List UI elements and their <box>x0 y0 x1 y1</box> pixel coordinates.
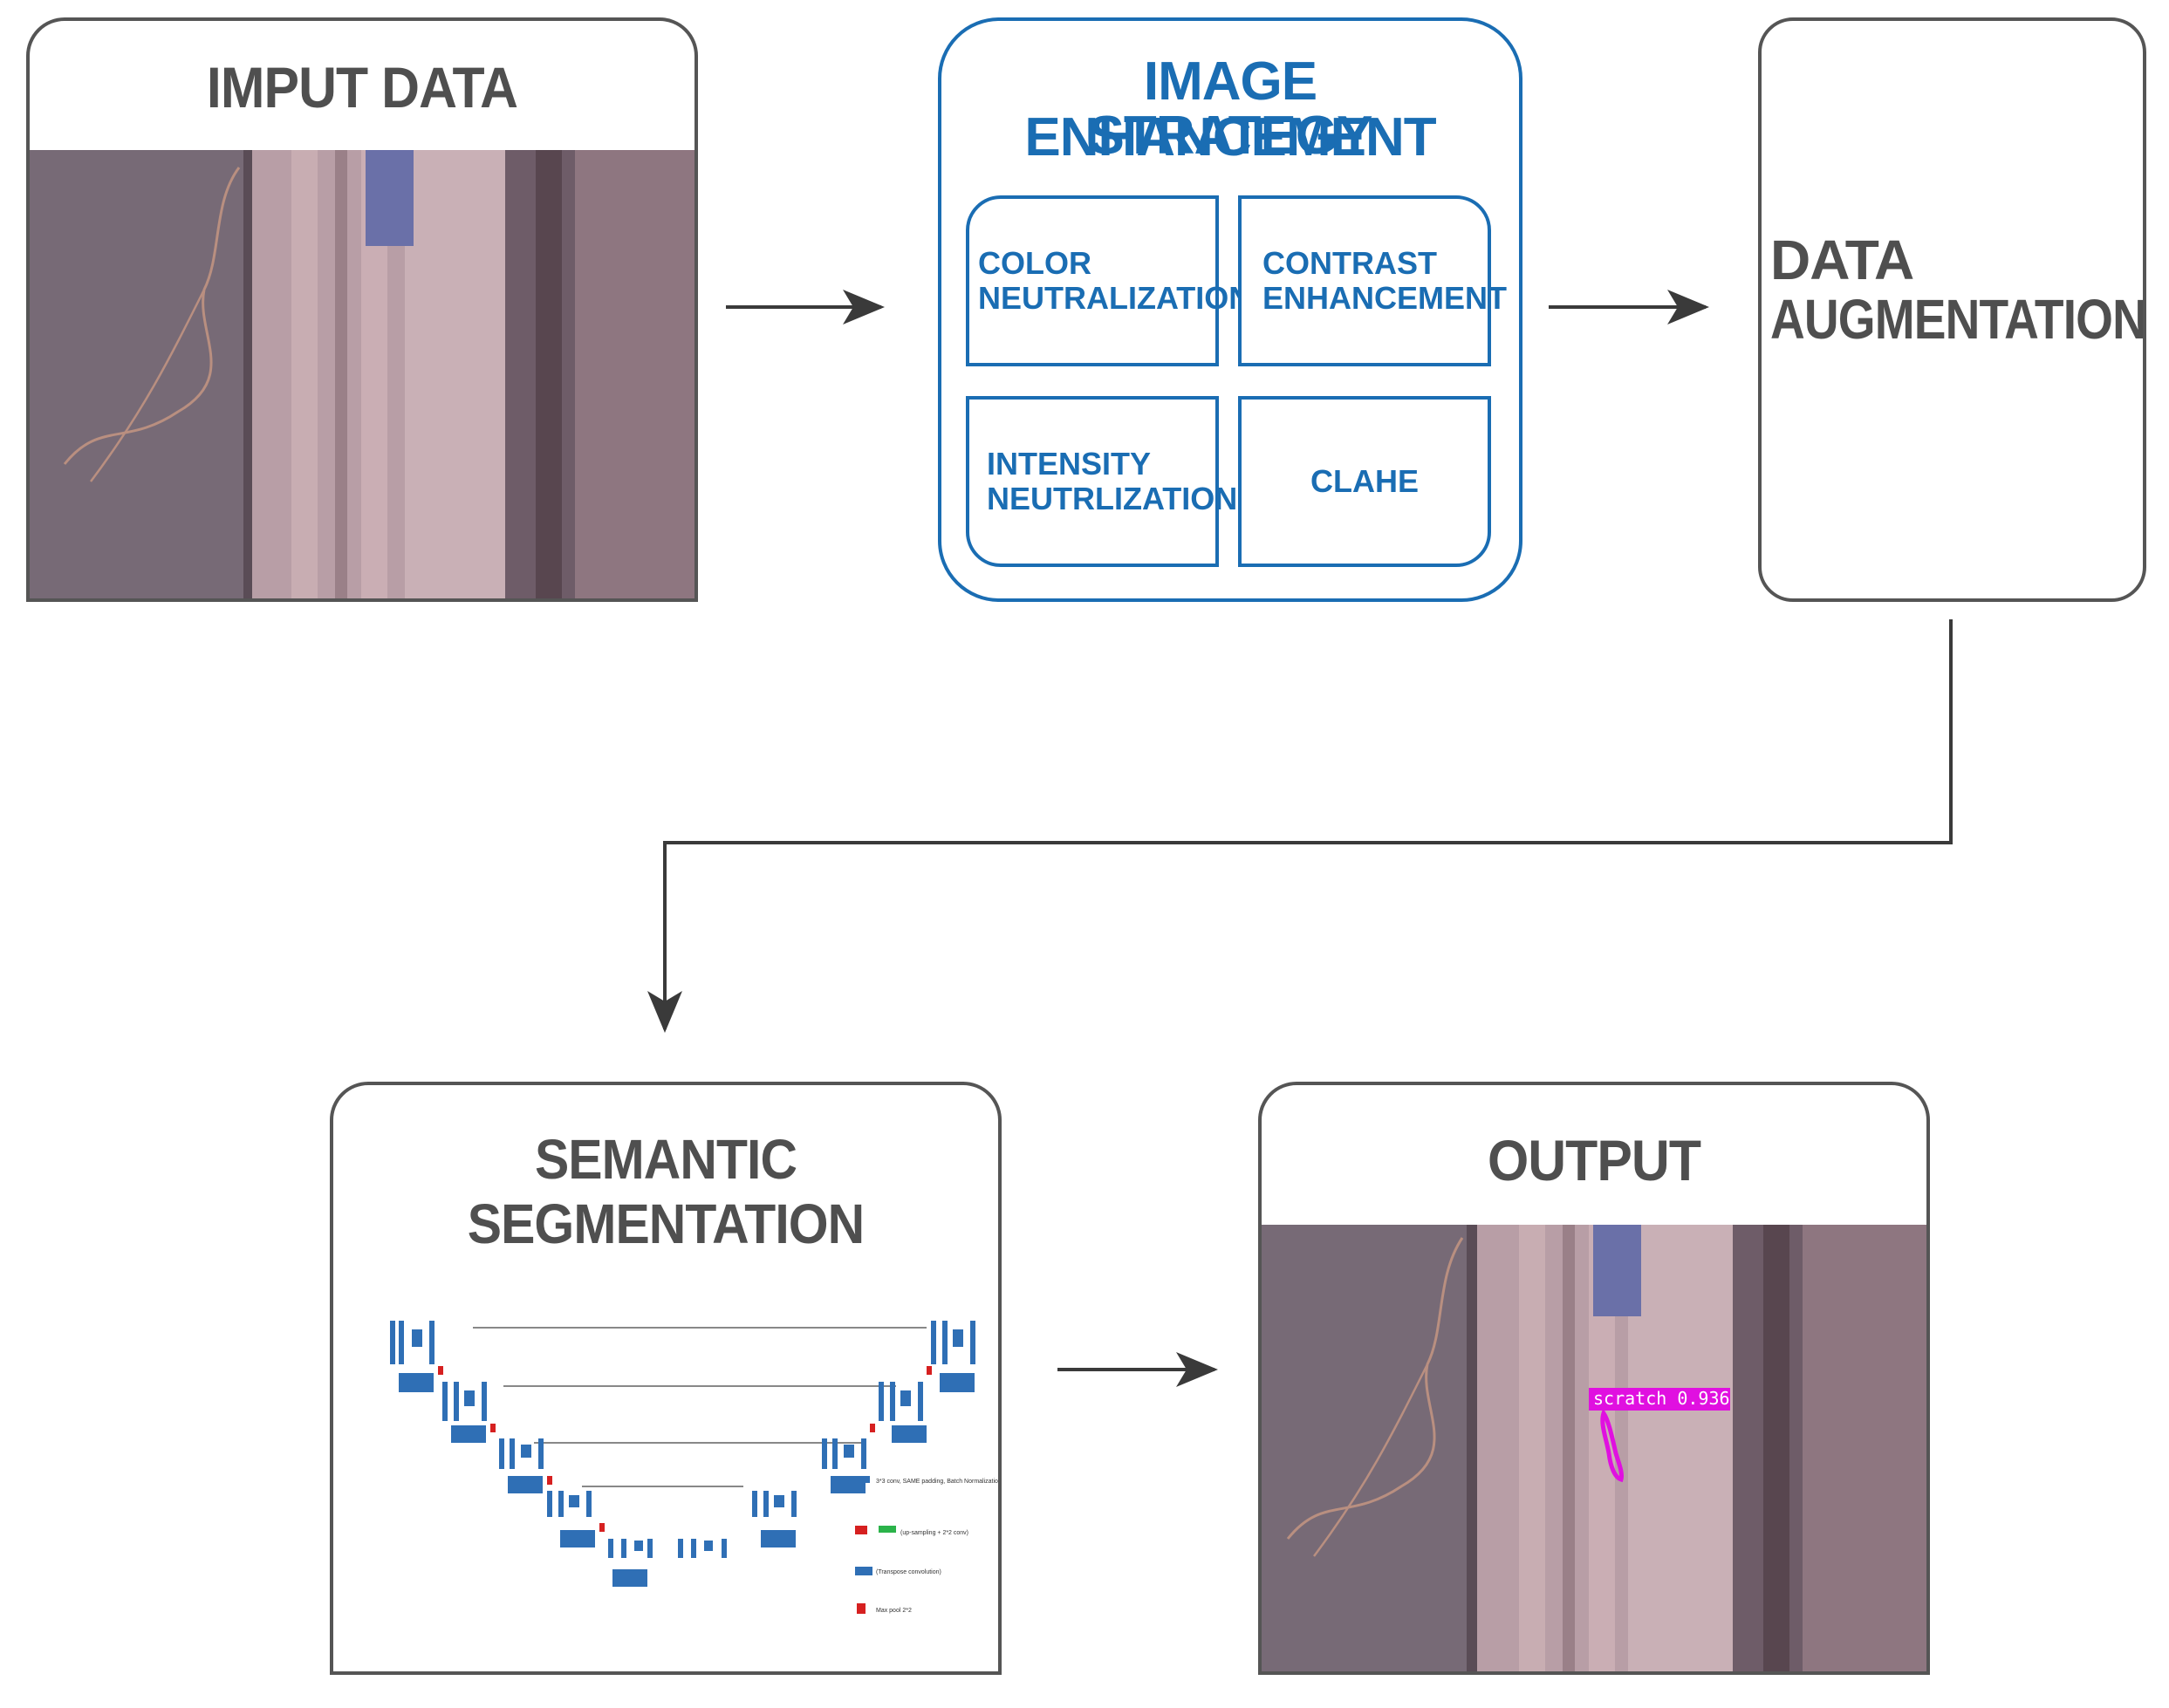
augmentation-panel: DATA AUGMENTATION <box>1758 17 2146 602</box>
output-panel: OUTPUT scratch 0.936 <box>1258 1082 1930 1675</box>
step-label-line1: INTENSITY <box>987 446 1152 482</box>
step-label-line2: NEUTRALIZATION <box>978 280 1252 316</box>
augmentation-title: DATA AUGMENTATION <box>1770 229 2146 351</box>
segmentation-panel: SEMANTIC SEGMENTATION <box>330 1082 1002 1675</box>
legend-upsampling: (up-sampling + 2*2 conv) <box>900 1530 968 1536</box>
step-color-neutralization: COLOR NEUTRALIZATION <box>966 195 1251 366</box>
enhancement-panel: IMAGE ENHANCEMENT STRATEGY COLOR NEUTRAL… <box>938 17 1522 602</box>
step-label-line1: CONTRAST <box>1262 245 1437 281</box>
enhancement-title-line1: IMAGE ENHANCEMENT <box>1024 51 1436 167</box>
step-clahe: CLAHE <box>1238 396 1491 567</box>
input-panel: IMPUT DATA <box>26 17 698 602</box>
step-contrast-enhancement: CONTRAST ENHANCEMENT <box>1238 195 1507 366</box>
step-label-line1: COLOR <box>978 245 1091 281</box>
step-label-line2: NEUTRLIZATION <box>987 481 1238 516</box>
enhancement-title-line2: STRATEGY <box>1088 106 1373 166</box>
legend-transpose: (Transpose convolution) <box>876 1569 941 1575</box>
step-label-line2: ENHANCEMENT <box>1262 280 1508 316</box>
segmentation-title: SEMANTIC SEGMENTATION <box>467 1128 865 1255</box>
input-image <box>30 150 694 598</box>
detection-label-box <box>1589 1388 1730 1411</box>
input-panel-title: IMPUT DATA <box>206 55 518 120</box>
step-label-line1: CLAHE <box>1310 463 1419 499</box>
augmentation-title-line2: AUGMENTATION <box>1770 288 2146 351</box>
output-image: scratch 0.936 <box>1262 1225 1926 1671</box>
step-intensity-neutralization: INTENSITY NEUTRLIZATION <box>966 396 1237 567</box>
augmentation-title-line1: DATA <box>1770 229 1914 291</box>
legend-maxpool: Max pool 2*2 <box>876 1608 912 1614</box>
output-title: OUTPUT <box>1487 1128 1701 1192</box>
legend-conv: 3*3 conv, SAME padding, Batch Normalizat… <box>876 1479 1002 1485</box>
arrow-augmentation-to-segmentation <box>647 619 1953 1033</box>
detection-mask <box>1600 1408 1624 1483</box>
detection-label: scratch 0.936 <box>1593 1388 1730 1409</box>
unet-architecture-diagram: 3*3 conv, SAME padding, Batch Normalizat… <box>390 1321 1002 1614</box>
